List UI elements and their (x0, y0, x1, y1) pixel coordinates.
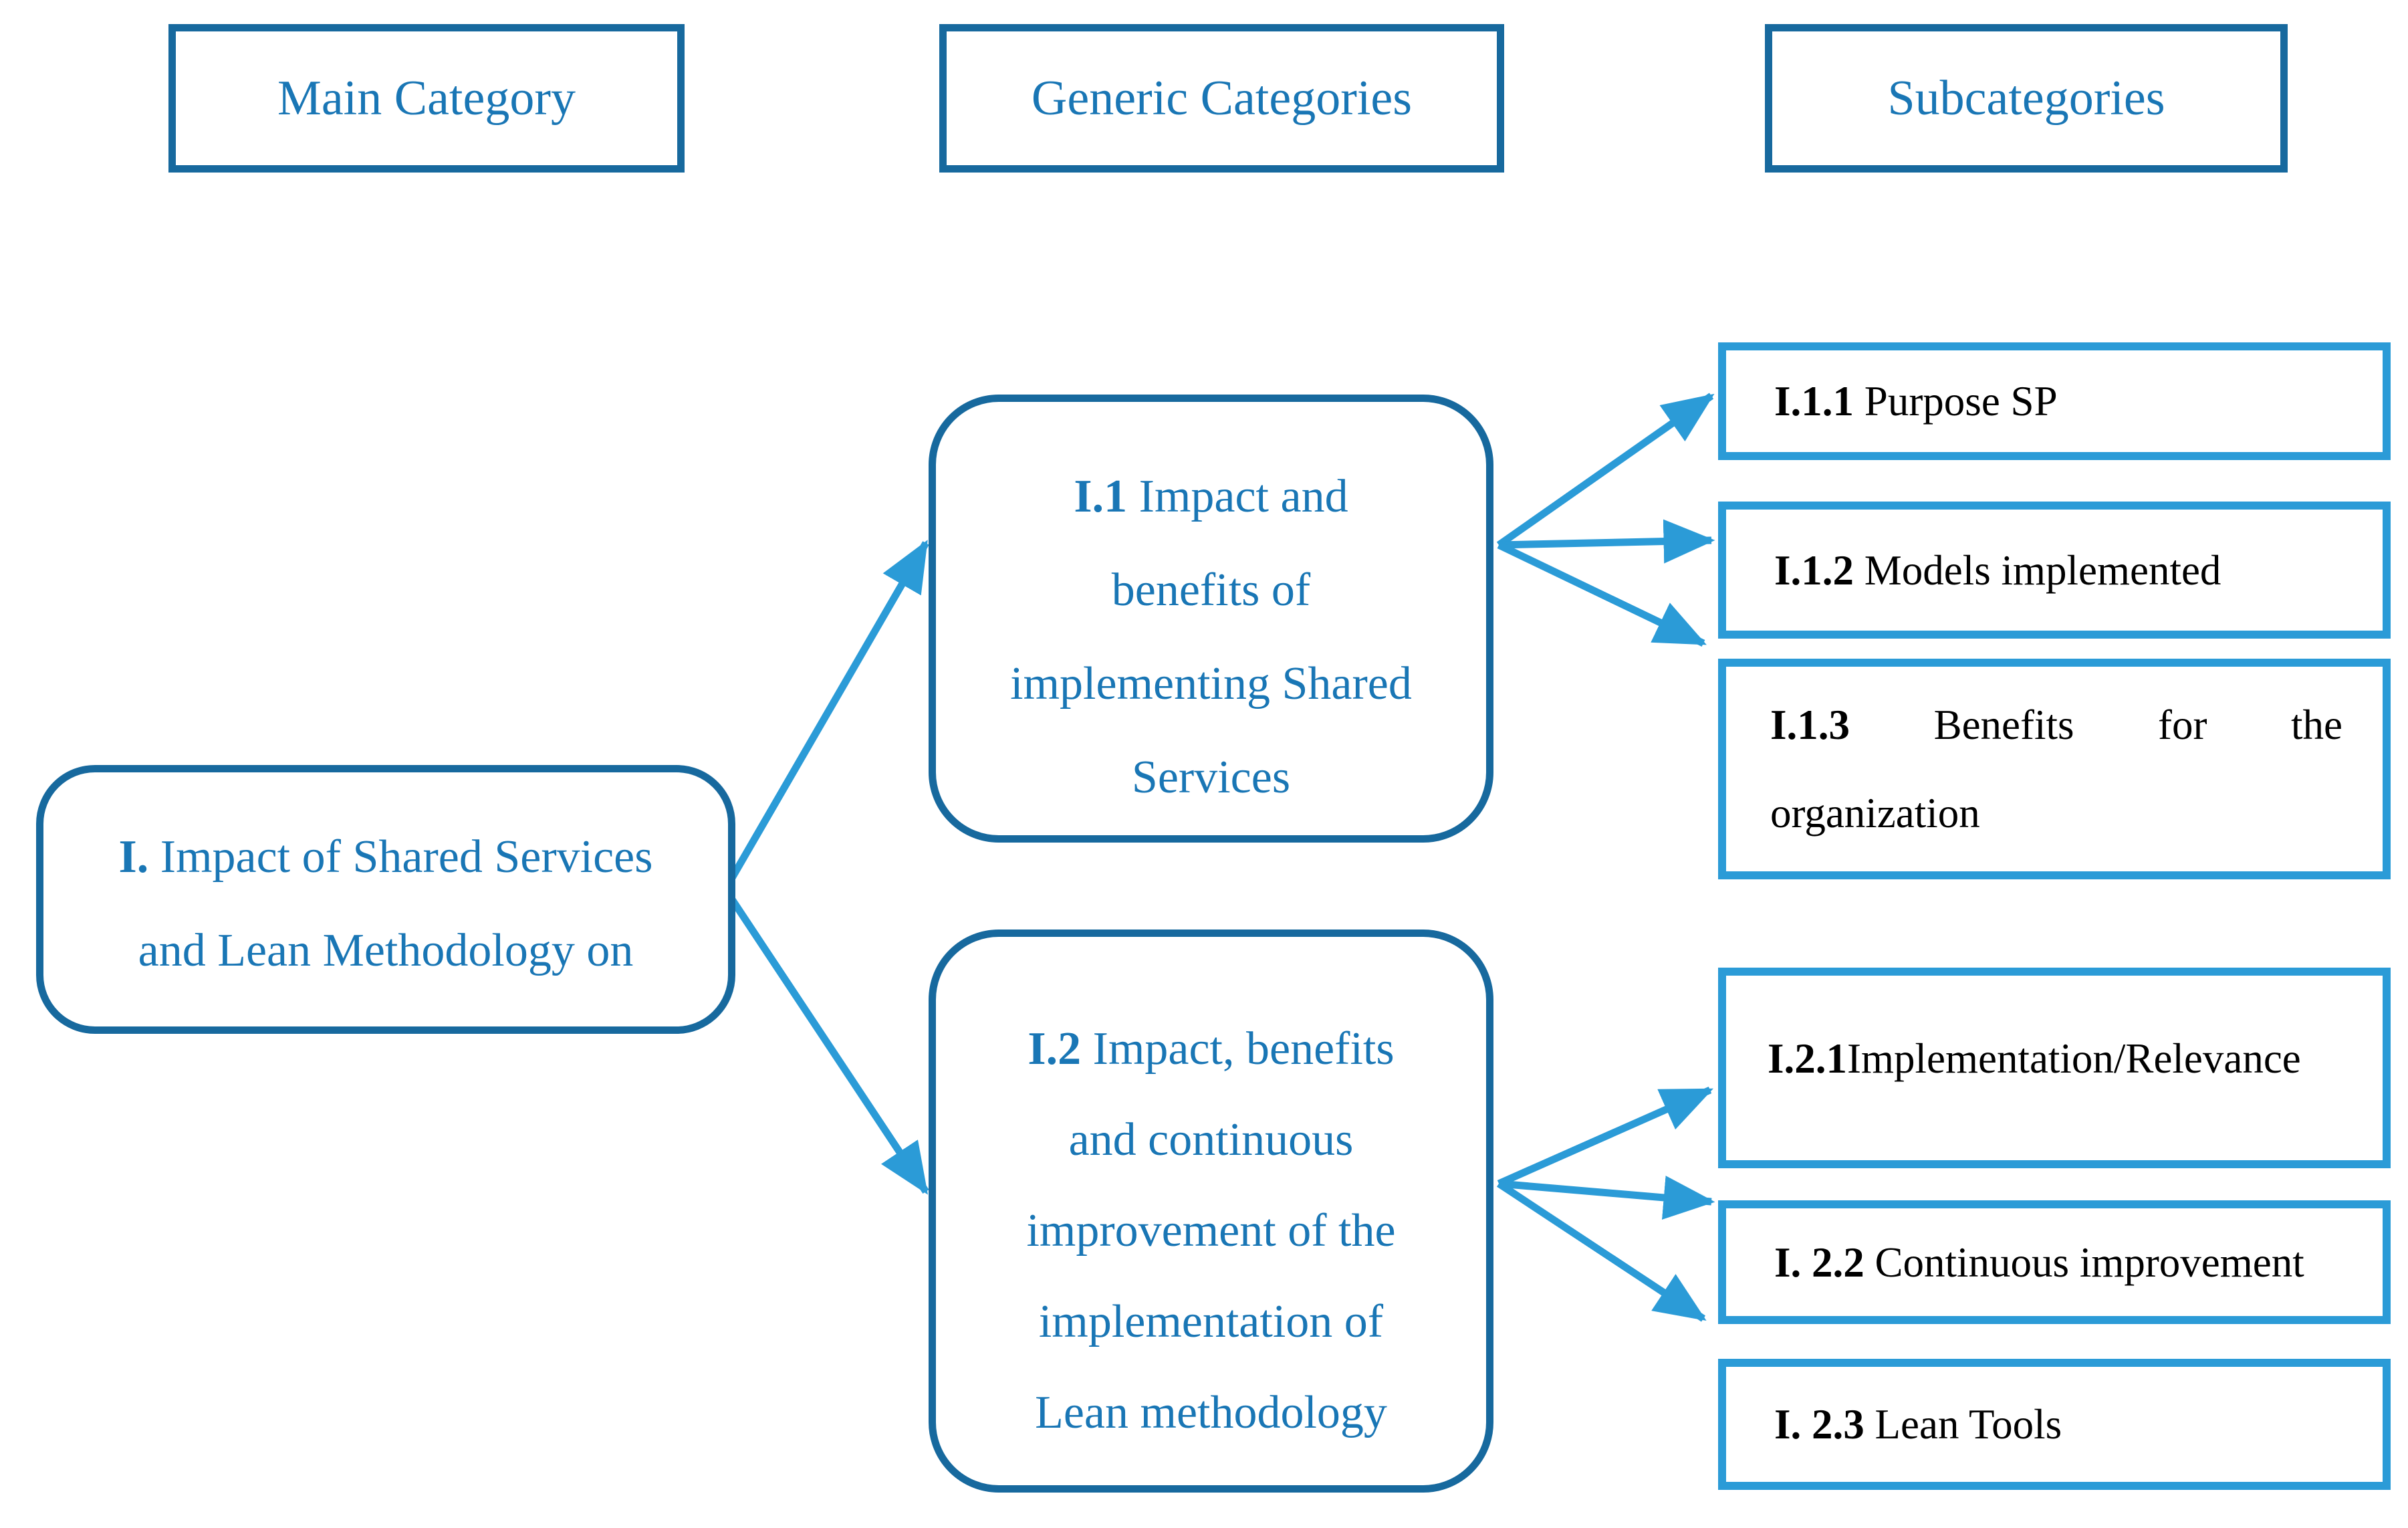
subcategory-i13-line-1: I.1.3 Benefits for the (1770, 701, 2342, 748)
generic-i2-line-3: improvement of the (1026, 1205, 1396, 1257)
arrow-i2-to-i22 (1498, 1176, 1715, 1220)
main-category-box: I. Impact of Shared Services and Lean Me… (36, 765, 735, 1034)
subcategory-i11-label: I.1.1 Purpose SP (1774, 378, 2058, 425)
generic-i2-line-5: Lean methodology (1035, 1387, 1387, 1438)
subcategory-i21-box: I.2.1Implementation/Relevance (1718, 968, 2391, 1168)
subcategory-i12-box: I.1.2 Models implemented (1718, 502, 2391, 639)
generic-i2-line-1: I.2 Impact, benefits (1028, 1023, 1395, 1075)
subcategory-i13-line-2: organization (1770, 790, 1980, 837)
generic-i2-line-2: and continuous (1068, 1114, 1354, 1166)
arrow-i1-to-i11 (1496, 393, 1715, 548)
subcategory-i12-label: I.1.2 Models implemented (1774, 546, 2221, 594)
arrow-i1-to-i12 (1498, 519, 1715, 564)
header-subcategories: Subcategories (1765, 24, 2288, 173)
subcategory-i11-box: I.1.1 Purpose SP (1718, 342, 2391, 460)
generic-i1-line-3: implementing Shared (1010, 657, 1412, 710)
generic-i1-line-2: benefits of (1111, 564, 1311, 616)
header-subcategories-label: Subcategories (1887, 70, 2165, 126)
generic-i1-line-4: Services (1131, 751, 1291, 803)
arrow-i1-to-i13 (1497, 542, 1707, 647)
subcategory-i23-label: I. 2.3 Lean Tools (1774, 1401, 2062, 1448)
arrow-main-to-i1 (722, 540, 929, 891)
subcategory-i13-box: I.1.3 Benefits for the organization (1718, 659, 2391, 879)
header-main-category: Main Category (168, 24, 685, 173)
header-generic-categories: Generic Categories (939, 24, 1504, 173)
main-category-line-1: I. Impact of Shared Services (118, 831, 653, 883)
generic-category-i2-box: I.2 Impact, benefits and continuous impr… (929, 930, 1493, 1493)
generic-i2-line-4: implementation of (1038, 1296, 1384, 1347)
generic-i1-line-1: I.1 Impact and (1074, 470, 1348, 522)
subcategory-i22-box: I. 2.2 Continuous improvement (1718, 1200, 2391, 1324)
arrow-i2-to-i21 (1497, 1086, 1714, 1188)
subcategory-i21-label: I.2.1Implementation/Relevance (1768, 1035, 2301, 1082)
arrow-i2-to-i23 (1496, 1180, 1707, 1322)
generic-category-i1-box: I.1 Impact and benefits of implementing … (929, 395, 1493, 843)
subcategory-i22-label: I. 2.2 Continuous improvement (1774, 1238, 2304, 1286)
generic-i2-code: I.2 (1028, 1023, 1082, 1075)
arrow-main-to-i2 (722, 887, 929, 1195)
main-category-line-2: and Lean Methodology on (138, 925, 634, 976)
header-generic-categories-label: Generic Categories (1031, 70, 1413, 126)
main-category-code: I. (118, 831, 149, 883)
subcategory-i23-box: I. 2.3 Lean Tools (1718, 1359, 2391, 1490)
header-main-category-label: Main Category (277, 70, 576, 126)
generic-i1-code: I.1 (1074, 470, 1128, 522)
